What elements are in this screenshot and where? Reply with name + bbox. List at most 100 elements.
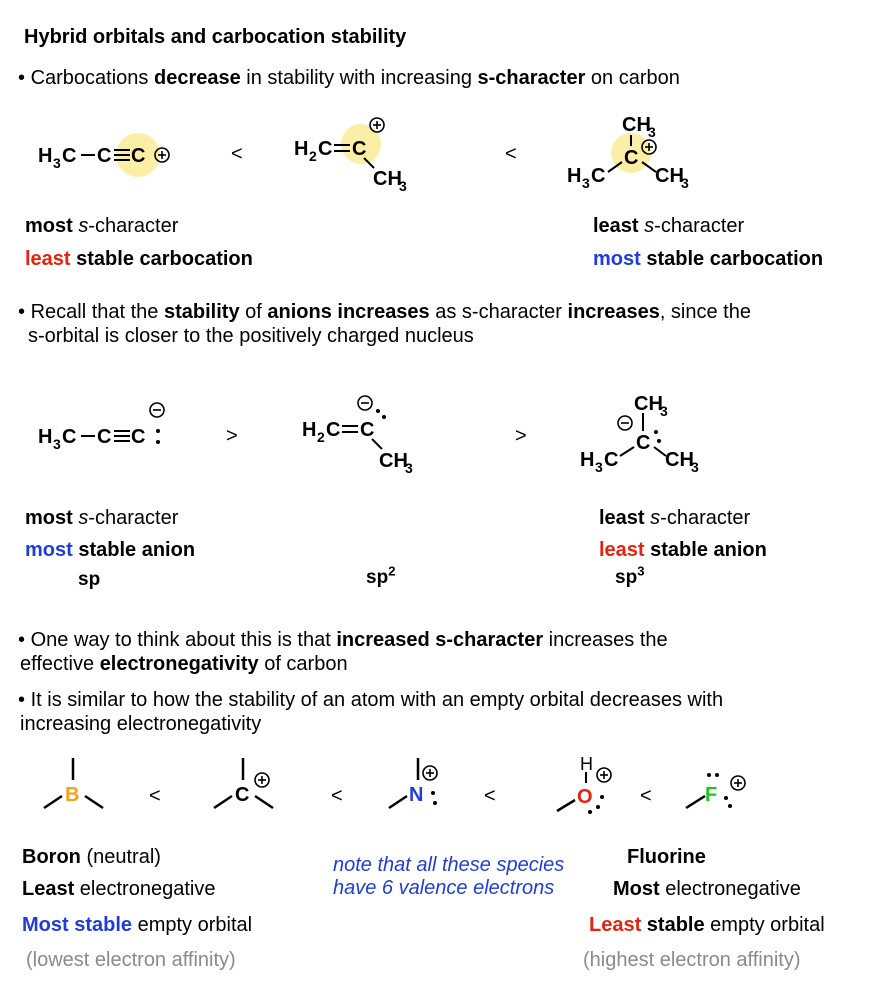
bullet-dot: • xyxy=(18,67,26,89)
boron-atom: B xyxy=(65,784,79,806)
svg-text:3: 3 xyxy=(648,124,656,140)
minus-charge-icon xyxy=(357,395,373,411)
plus-charge-icon xyxy=(596,767,612,783)
svg-text:H: H xyxy=(294,138,308,160)
orbital-highlight xyxy=(116,133,160,177)
lone-pair-dot xyxy=(715,773,719,777)
svg-text:3: 3 xyxy=(582,175,590,191)
lone-pair-dot xyxy=(707,773,711,777)
page-title: Hybrid orbitals and carbocation stabilit… xyxy=(24,26,407,48)
label-most-electronegative: Most electronegative xyxy=(613,878,801,900)
svg-text:H: H xyxy=(580,449,594,471)
svg-text:3: 3 xyxy=(595,459,603,475)
label-fluorine: Fluorine xyxy=(627,846,706,868)
orbital-highlight xyxy=(341,124,381,164)
label-most-stable-empty-orbital: Most stable empty orbital xyxy=(22,914,253,936)
bullet-carbocation-trend: • Carbocations decrease in stability wit… xyxy=(18,66,680,90)
svg-text:3: 3 xyxy=(53,155,61,171)
note-valence-electrons: note that all these species have 6 valen… xyxy=(333,854,565,899)
svg-text:C: C xyxy=(318,138,332,160)
svg-text:C: C xyxy=(97,145,111,167)
greater-than-sign: > xyxy=(226,425,238,447)
lone-pair-dot xyxy=(376,409,380,413)
bullet-anion-stability-line2: s-orbital is closer to the positively ch… xyxy=(28,325,474,347)
less-than-sign: < xyxy=(505,143,517,165)
lone-pair-dot xyxy=(382,415,386,419)
fluorine-atom: F xyxy=(705,784,717,806)
svg-text:H: H xyxy=(38,426,52,448)
label-least-stable-carbocation: least stable carbocation xyxy=(25,248,253,270)
svg-text:CH: CH xyxy=(379,450,408,472)
lone-pair-dot xyxy=(600,795,604,799)
svg-text:CH: CH xyxy=(634,393,663,415)
less-than-sign: < xyxy=(149,785,161,807)
svg-text:C: C xyxy=(326,419,340,441)
lone-pair-dot xyxy=(654,430,658,434)
less-than-sign: < xyxy=(231,143,243,165)
plus-charge-icon xyxy=(369,117,385,133)
svg-text:2: 2 xyxy=(309,148,317,164)
lone-pair-dot xyxy=(431,791,435,795)
hybridization-sp2: sp2 xyxy=(366,563,396,588)
label-boron: Boron (neutral) xyxy=(22,846,161,868)
plus-charge-icon xyxy=(154,147,170,163)
bullet-anion-stability: • Recall that the stability of anions in… xyxy=(18,301,751,323)
label-least-electronegative: Least electronegative xyxy=(22,878,216,900)
label-most-s-character: most s-character xyxy=(25,215,179,237)
label-most-stable-carbocation: most stable carbocation xyxy=(593,248,824,270)
less-than-sign: < xyxy=(331,785,343,807)
lone-pair-dot xyxy=(156,440,160,444)
label-least-s-character: least s-character xyxy=(593,215,745,237)
svg-text:H: H xyxy=(580,754,593,774)
bullet-text: Carbocations xyxy=(30,67,154,89)
svg-text:H: H xyxy=(38,145,52,167)
svg-text:CH: CH xyxy=(622,114,651,136)
nitrogen-atom: N xyxy=(409,784,423,806)
label-lowest-electron-affinity: (lowest electron affinity) xyxy=(26,949,236,971)
vinyl-cation: H 2 C C CH 3 xyxy=(294,117,407,194)
lone-pair-dot xyxy=(433,801,437,805)
tert-butyl-anion: CH 3 C H 3 C CH 3 xyxy=(580,393,699,475)
svg-text:C: C xyxy=(62,145,76,167)
bullet-text: in stability with increasing xyxy=(240,67,478,89)
bullet-empty-orbital-line2: increasing electronegativity xyxy=(20,713,262,735)
propynyl-anion: H 3 C C C xyxy=(38,402,165,452)
svg-text:H: H xyxy=(567,165,581,187)
minus-charge-icon xyxy=(149,402,165,418)
svg-text:CH: CH xyxy=(655,165,684,187)
svg-text:C: C xyxy=(360,419,374,441)
svg-text:H: H xyxy=(302,419,316,441)
lone-pair-dot xyxy=(724,796,728,800)
bullet-electronegativity-line2: effective electronegativity of carbon xyxy=(20,653,348,675)
oxenium-species: H O xyxy=(556,754,612,814)
plus-charge-icon xyxy=(422,765,438,781)
lone-pair-dot xyxy=(657,439,661,443)
label-most-stable-anion: most stable anion xyxy=(25,539,196,561)
svg-text:C: C xyxy=(591,165,605,187)
svg-text:C: C xyxy=(131,426,145,448)
less-than-sign: < xyxy=(484,785,496,807)
svg-text:C: C xyxy=(624,147,638,169)
bullet-bold: s-character xyxy=(477,67,586,89)
propynyl-cation: H 3 C C C xyxy=(38,145,170,171)
boron-species: B xyxy=(43,758,104,810)
bullet-electronegativity: • One way to think about this is that in… xyxy=(18,629,668,651)
svg-text:C: C xyxy=(97,426,111,448)
less-than-sign: < xyxy=(640,785,652,807)
plus-charge-icon xyxy=(254,772,270,788)
svg-text:3: 3 xyxy=(405,460,413,476)
minus-charge-icon xyxy=(617,415,633,431)
label-least-stable-anion: least stable anion xyxy=(599,539,767,561)
bullet-text: on carbon xyxy=(585,67,680,89)
bullet-bold: decrease xyxy=(153,67,241,89)
svg-text:C: C xyxy=(636,432,650,454)
svg-text:3: 3 xyxy=(691,459,699,475)
label-highest-electron-affinity: (highest electron affinity) xyxy=(583,949,801,971)
vinyl-anion: H 2 C C CH 3 xyxy=(302,395,413,476)
label-least-stable-empty-orbital: Least stable empty orbital xyxy=(589,914,825,936)
label-most-s-character-anion: most s-character xyxy=(25,507,179,529)
oxygen-atom: O xyxy=(577,786,593,808)
